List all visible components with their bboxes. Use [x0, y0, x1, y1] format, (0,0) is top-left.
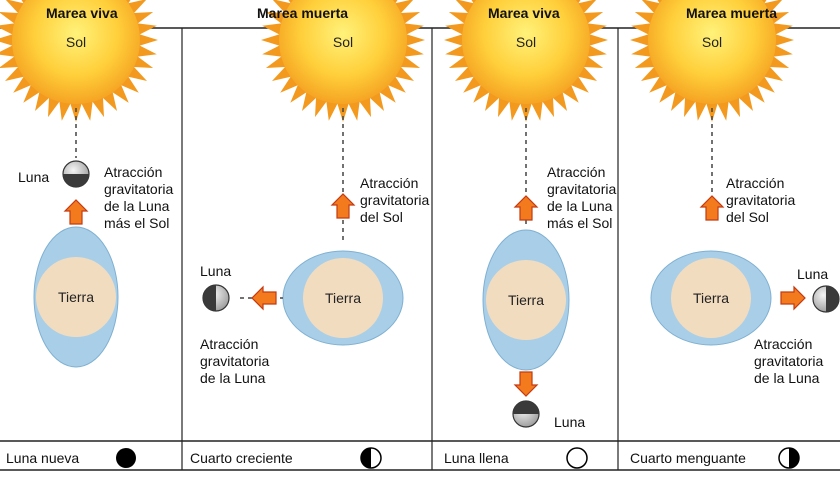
arrow-icon — [330, 193, 356, 219]
moon-attraction-label: Atracción gravitatoria de la Luna — [200, 336, 270, 386]
sun: Sol — [630, 0, 794, 122]
earth: Tierra — [33, 226, 119, 368]
phase-label: Luna llena — [444, 450, 509, 466]
sun-label: Sol — [66, 34, 86, 50]
earth: Tierra — [650, 250, 772, 346]
phase-label: Cuarto creciente — [190, 450, 293, 466]
arrow-icon — [780, 285, 806, 311]
panel-2-header: Marea muerta — [257, 5, 349, 21]
last-quarter-moon-icon — [778, 447, 800, 469]
arrow-icon — [513, 195, 539, 221]
panel-1-header: Marea viva — [46, 5, 118, 21]
moon-label: Luna — [200, 263, 232, 279]
phase-disc — [566, 447, 588, 469]
sun-disc — [279, 0, 407, 104]
sun-disc — [462, 0, 590, 104]
sun-attraction-label: Atracción gravitatoria del Sol — [726, 175, 796, 225]
moon-icon — [202, 284, 230, 312]
first-quarter-moon-icon — [360, 447, 382, 469]
moon-label: Luna — [797, 266, 829, 282]
earth-body — [671, 258, 751, 338]
sun-label: Sol — [333, 34, 353, 50]
attraction-label: Atracción gravitatoria de la Luna más el… — [547, 164, 617, 231]
sun: Sol — [444, 0, 608, 122]
sun: Sol — [261, 0, 425, 122]
earth-body — [303, 258, 383, 338]
full-moon-icon — [566, 447, 588, 469]
phase-label: Luna nueva — [6, 450, 80, 466]
earth-body — [36, 257, 116, 337]
sun-disc — [648, 0, 776, 104]
sun-label: Sol — [702, 34, 722, 50]
phase-disc — [116, 448, 136, 468]
earth-body — [486, 260, 566, 340]
earth-label: Tierra — [58, 289, 94, 305]
moon-icon — [62, 160, 90, 188]
moon-shadow — [63, 174, 89, 187]
new-moon-icon — [116, 448, 136, 468]
earth-label: Tierra — [693, 290, 729, 306]
moon-attraction-label: Atracción gravitatoria de la Luna — [754, 336, 824, 386]
panel-4-header: Marea muerta — [686, 5, 778, 21]
moon-shadow — [203, 285, 216, 311]
arrow-icon — [699, 195, 725, 221]
sun-label: Sol — [516, 34, 536, 50]
moon-label: Luna — [18, 169, 50, 185]
earth: Tierra — [482, 229, 570, 371]
panel-3-header: Marea viva — [488, 5, 560, 21]
arrow-icon — [513, 371, 539, 397]
moon-icon — [812, 285, 840, 313]
moon-shadow — [513, 401, 539, 414]
moon-label: Luna — [554, 414, 586, 430]
attraction-label: Atracción gravitatoria de la Luna más el… — [104, 164, 174, 231]
phase-shadow — [789, 448, 799, 468]
earth-label: Tierra — [325, 290, 361, 306]
moon-icon — [512, 400, 540, 428]
arrow-icon — [251, 285, 277, 311]
sun-attraction-label: Atracción gravitatoria del Sol — [360, 175, 430, 225]
sun: Sol — [0, 0, 158, 122]
earth-label: Tierra — [508, 292, 544, 308]
moon-shadow — [826, 286, 839, 312]
phase-shadow — [361, 448, 371, 468]
arrow-icon — [63, 199, 89, 225]
phase-label: Cuarto menguante — [630, 450, 746, 466]
sun-disc — [12, 0, 140, 104]
earth: Tierra — [282, 250, 404, 346]
